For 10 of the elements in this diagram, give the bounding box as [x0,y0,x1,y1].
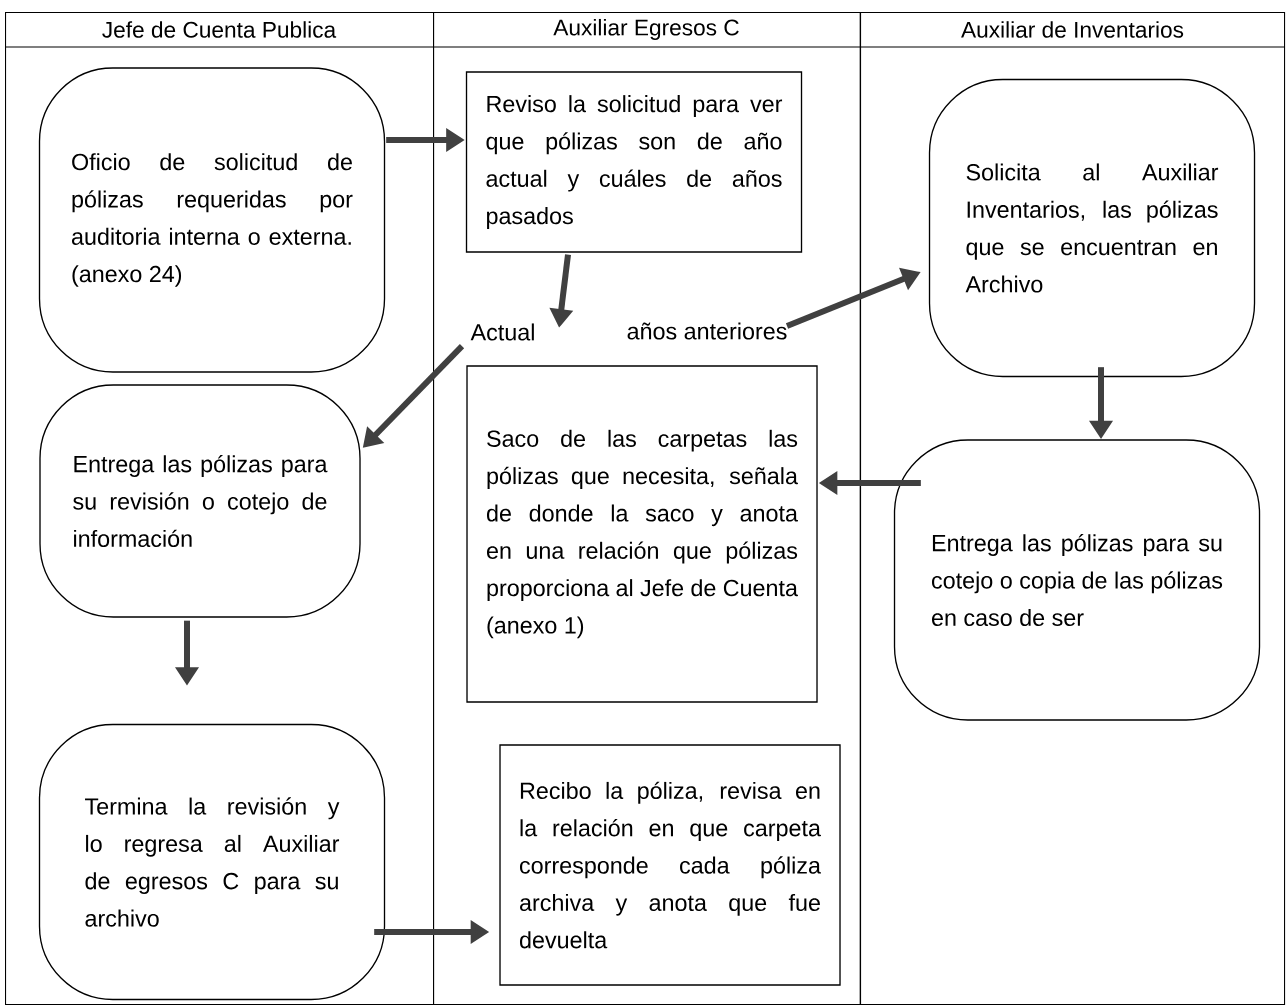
branch-label: años anteriores [627,322,787,340]
process-box: Recibo la póliza, revisa en la relación en que carpeta corresponde cada póliza archiva y anota que fue devuelta [499,744,841,986]
rounded-box: Entrega las pólizas para su revisión o cotejo de información [39,384,361,618]
rounded-box: Oficio de solicitud de pólizas requeridas por auditoria interna o externa. (anexo 24) [38,67,386,373]
rounded-box: Termina la revisión y lo regresa al Auxiliar de egresos C para su archivo [38,723,386,1001]
process-box: Saco de las carpetas las pólizas que necesita, señala de donde la saco y anota en una relación que pólizas proporciona al Jefe de Cuenta (anexo 1) [466,365,818,703]
rounded-box: Entrega las pólizas para su cotejo o copia de las pólizas en caso de ser [893,439,1261,721]
process-box: Reviso la solicitud para ver que pólizas son de año actual y cuáles de años pasados [465,71,803,253]
branch-label: Actual [470,323,534,341]
rounded-box: Solicita al Auxiliar Inventarios, las pólizas que se encuentran en Archivo [928,78,1256,378]
